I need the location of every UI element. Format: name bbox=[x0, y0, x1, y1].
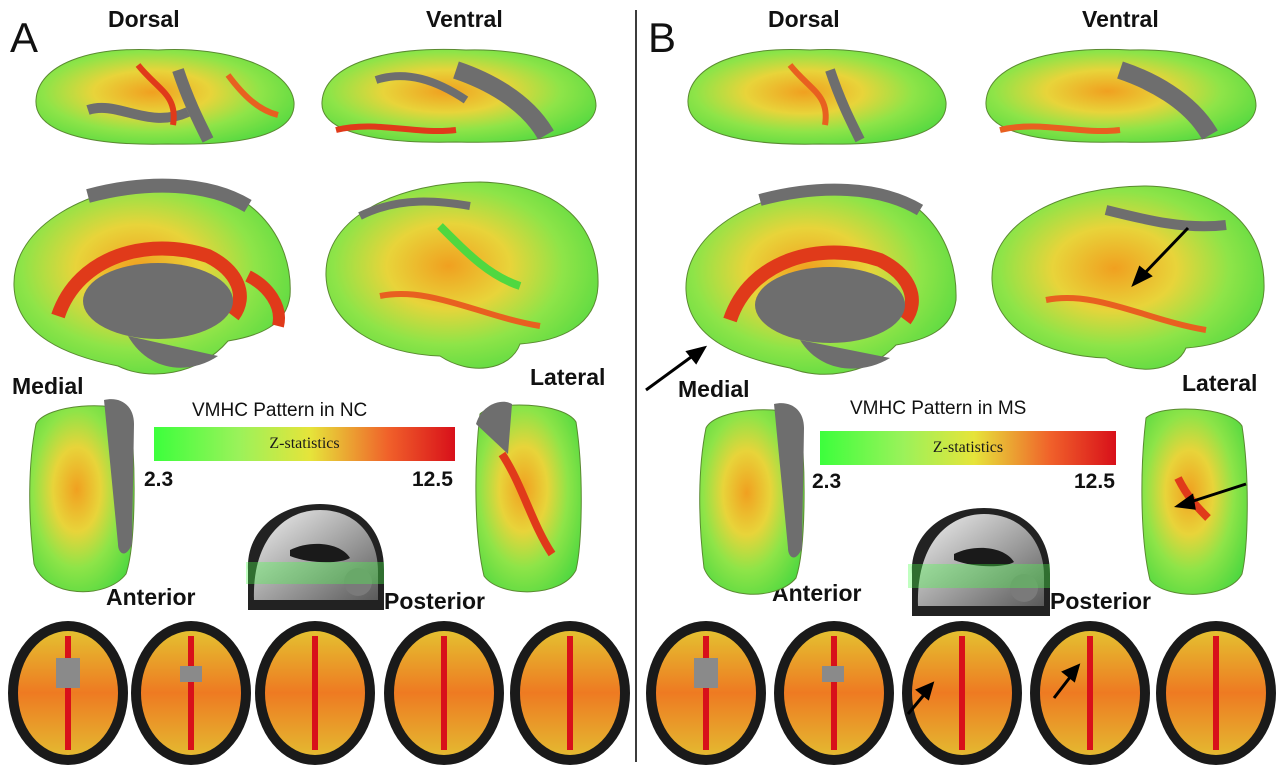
ventral-brain-image bbox=[321, 48, 597, 143]
colorbar: Z-statistics bbox=[820, 431, 1116, 465]
anterior-label: Anterior bbox=[106, 584, 196, 610]
colorbar-label: Z-statistics bbox=[932, 439, 1004, 456]
colorbar-max: 12.5 bbox=[1074, 470, 1115, 493]
axial-slice bbox=[510, 621, 630, 765]
colorbar-max: 12.5 bbox=[412, 468, 453, 491]
panel-b: B Dorsal Ventral Medial Lateral Anterior… bbox=[640, 0, 1280, 772]
axial-slice bbox=[8, 621, 128, 765]
arrow-icon bbox=[645, 345, 708, 392]
axial-slice bbox=[1156, 621, 1276, 765]
anterior-brain-image bbox=[699, 403, 805, 595]
dorsal-label: Dorsal bbox=[108, 6, 180, 32]
lateral-label: Lateral bbox=[530, 364, 606, 390]
panel-a: A Dorsal Ventral Medial Lateral Anterior… bbox=[8, 6, 630, 765]
arrow-icon bbox=[1174, 482, 1247, 510]
axial-slice bbox=[902, 621, 1022, 765]
ventral-brain-image bbox=[985, 48, 1257, 143]
axial-slice bbox=[1030, 621, 1150, 765]
posterior-label: Posterior bbox=[384, 588, 485, 614]
dorsal-brain-image bbox=[35, 48, 295, 145]
colorbar: Z-statistics bbox=[154, 427, 455, 461]
annotation-arrows bbox=[645, 226, 1247, 715]
anterior-brain-image bbox=[29, 399, 135, 593]
panel-letter: B bbox=[648, 14, 677, 61]
panel-divider bbox=[635, 10, 637, 762]
medial-brain-image bbox=[685, 183, 957, 375]
axial-slice bbox=[131, 621, 251, 765]
posterior-brain-image bbox=[475, 401, 582, 593]
ventral-label: Ventral bbox=[426, 6, 503, 32]
colorbar-title: VMHC Pattern in NC bbox=[192, 400, 368, 421]
colorbar-min: 2.3 bbox=[812, 470, 842, 493]
axial-slice bbox=[774, 621, 894, 765]
axial-slices-image bbox=[646, 621, 1276, 765]
axial-slices-image bbox=[8, 621, 630, 765]
axial-slice bbox=[255, 621, 375, 765]
lateral-label: Lateral bbox=[1182, 370, 1258, 396]
colorbar-title: VMHC Pattern in MS bbox=[850, 398, 1027, 419]
lateral-brain-image bbox=[991, 185, 1265, 370]
arrow-icon bbox=[906, 681, 935, 715]
lateral-brain-image bbox=[325, 181, 599, 369]
dorsal-label: Dorsal bbox=[768, 6, 840, 32]
posterior-label: Posterior bbox=[1050, 588, 1151, 614]
medial-label: Medial bbox=[678, 376, 750, 402]
axial-slice bbox=[646, 621, 766, 765]
arrow-icon bbox=[1052, 663, 1081, 699]
ventral-label: Ventral bbox=[1082, 6, 1159, 32]
medial-brain-image bbox=[13, 178, 291, 375]
dorsal-brain-image bbox=[687, 48, 947, 145]
medial-label: Medial bbox=[12, 373, 84, 399]
sagittal-mri-image bbox=[908, 508, 1050, 616]
axial-slice bbox=[384, 621, 504, 765]
arrow-icon bbox=[1131, 226, 1190, 288]
sagittal-mri-image bbox=[246, 504, 384, 610]
panel-letter: A bbox=[10, 14, 39, 61]
colorbar-label: Z-statistics bbox=[269, 435, 340, 452]
colorbar-min: 2.3 bbox=[144, 468, 174, 491]
